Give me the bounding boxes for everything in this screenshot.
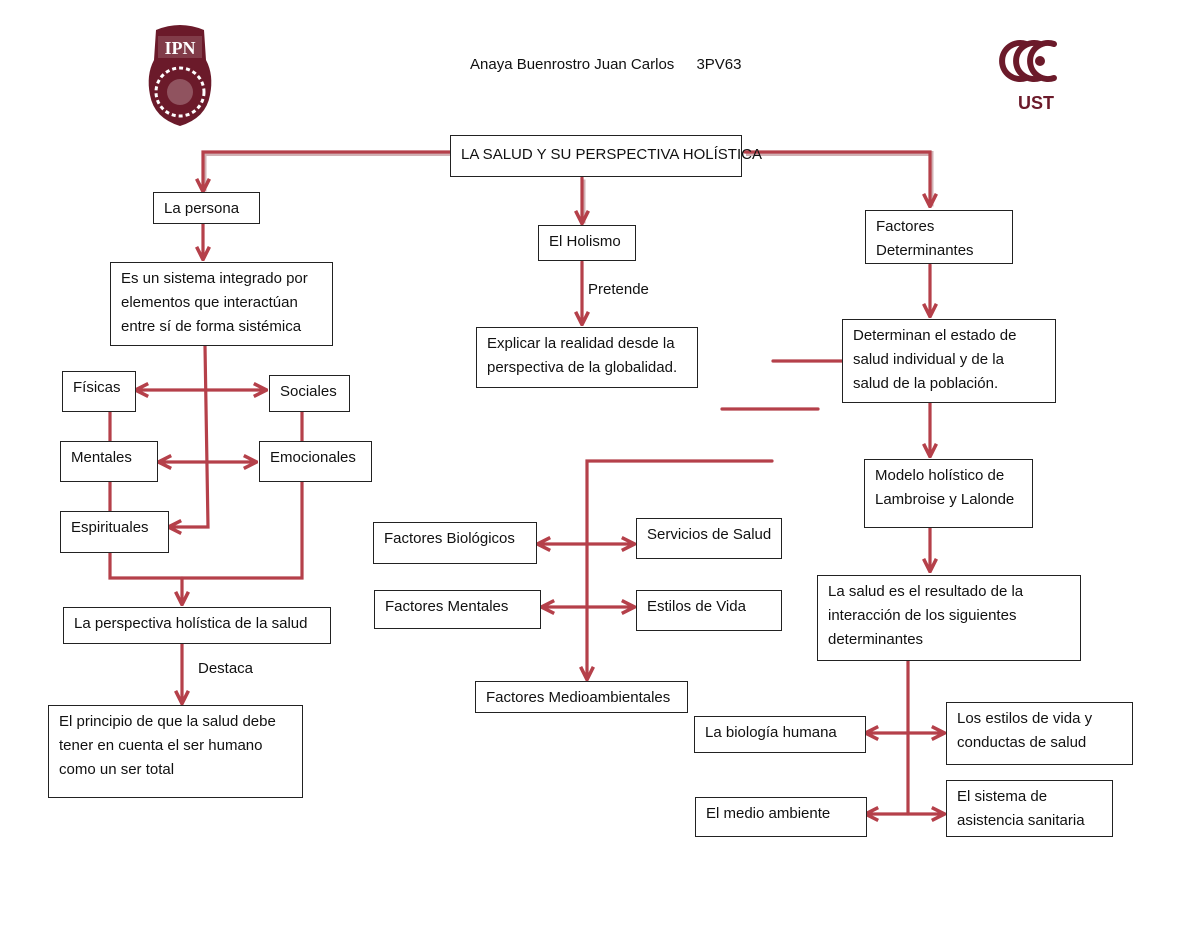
- node-factores-determinantes: Factores Determinantes: [865, 210, 1013, 264]
- node-sistema-integrado: Es un sistema integrado por elementos qu…: [110, 262, 333, 346]
- node-el-holismo: El Holismo: [538, 225, 636, 261]
- group-code: 3PV63: [696, 56, 742, 73]
- ust-logo: UST: [996, 34, 1076, 114]
- svg-text:UST: UST: [1018, 93, 1054, 113]
- node-perspectiva-holistica: La perspectiva holística de la salud: [63, 607, 331, 644]
- root-node: LA SALUD Y SU PERSPECTIVA HOLÍSTICA: [450, 135, 762, 177]
- node-servicios-salud: Servicios de Salud: [636, 518, 782, 559]
- wire-bottom-join: [108, 480, 304, 580]
- node-mentales: Mentales: [60, 441, 158, 482]
- node-factores-medioambientales: Factores Medioambientales: [475, 681, 688, 713]
- wire-root-persona: [203, 150, 452, 190]
- node-espirituales: Espirituales: [60, 511, 169, 553]
- node-factores-mentales: Factores Mentales: [374, 590, 541, 629]
- wire-root-factores: [743, 150, 930, 205]
- node-biologia-humana: La biología humana: [694, 716, 866, 753]
- root-title: LA SALUD Y SU PERSPECTIVA HOLÍSTICA: [461, 146, 762, 163]
- node-determinan-estado: Determinan el estado de salud individual…: [842, 319, 1056, 403]
- node-estilos-de-vida: Estilos de Vida: [636, 590, 782, 631]
- node-factores-biologicos: Factores Biológicos: [373, 522, 537, 564]
- node-medio-ambiente: El medio ambiente: [695, 797, 867, 837]
- node-emocionales: Emocionales: [259, 441, 372, 482]
- label-destaca: Destaca: [198, 660, 254, 677]
- author-name: Anaya Buenrostro Juan Carlos: [470, 56, 675, 73]
- node-salud-resultado: La salud es el resultado de la interacci…: [817, 575, 1081, 661]
- node-la-persona: La persona: [153, 192, 260, 224]
- label-pretende: Pretende: [588, 281, 649, 298]
- node-sistema-asistencia: El sistema de asistencia sanitaria: [946, 780, 1113, 837]
- svg-text:IPN: IPN: [165, 38, 196, 58]
- wire-sistema-espirituales: [170, 344, 210, 527]
- node-estilos-conductas: Los estilos de vida y conductas de salud: [946, 702, 1133, 765]
- wire-center-trunk: [587, 459, 774, 678]
- node-modelo-holistico: Modelo holístico de Lambroise y Lalonde: [864, 459, 1033, 528]
- node-fisicas: Físicas: [62, 371, 136, 412]
- node-sociales: Sociales: [269, 375, 350, 412]
- header-author-line: Anaya Buenrostro Juan Carlos 3PV63: [470, 56, 760, 73]
- ipn-logo: IPN: [140, 20, 220, 130]
- node-principio: El principio de que la salud debe tener …: [48, 705, 303, 798]
- node-explicar-realidad: Explicar la realidad desde la perspectiv…: [476, 327, 698, 388]
